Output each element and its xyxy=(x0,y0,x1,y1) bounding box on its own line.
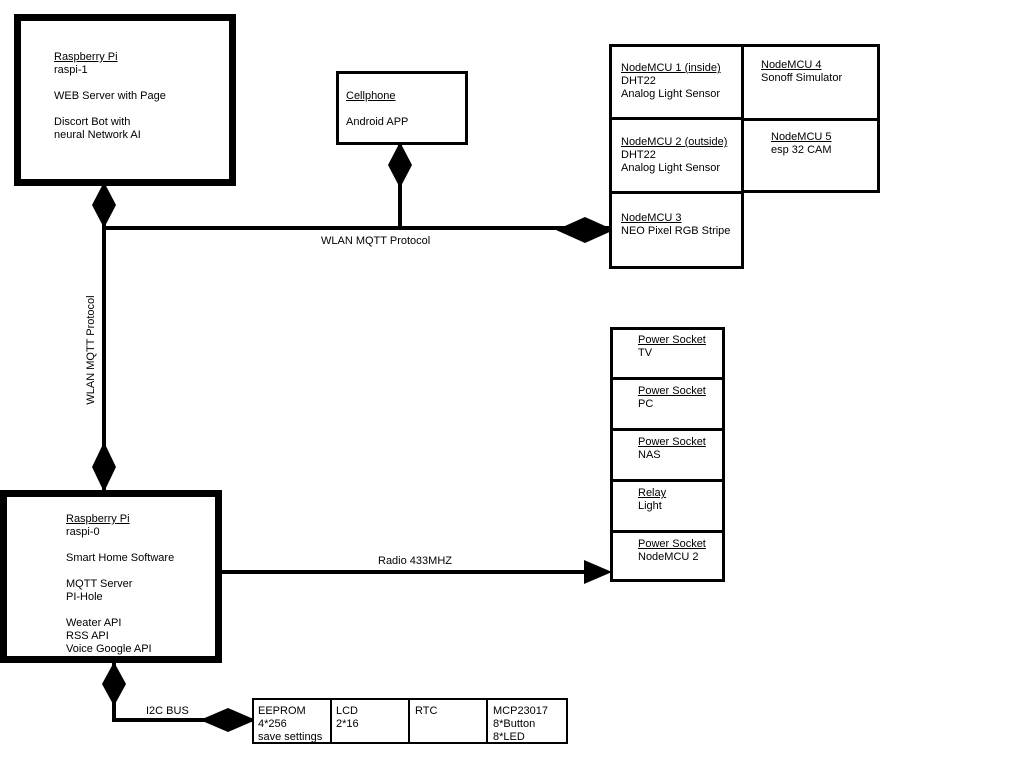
lcd-line: LCD xyxy=(336,705,359,717)
radio-arrowhead xyxy=(584,560,612,584)
raspi0-connector-diamond xyxy=(92,442,116,492)
nodemcu-connector-diamond xyxy=(556,217,614,243)
socket-nodemcu2-title: Power Socket xyxy=(638,538,706,550)
eeprom-box: EEPROM 4*256 save settings xyxy=(252,698,332,744)
raspi0-box: Raspberry Pi raspi-0 Smart Home Software… xyxy=(0,490,222,663)
nodemcu1-line: Analog Light Sensor xyxy=(621,88,721,100)
nodemcu4-box: NodeMCU 4 Sonoff Simulator xyxy=(741,44,880,121)
nodemcu5-line: esp 32 CAM xyxy=(771,144,832,156)
rtc-box: RTC xyxy=(408,698,488,744)
nodemcu5-box: NodeMCU 5 esp 32 CAM xyxy=(741,118,880,193)
socket-nas-box: Power Socket NAS xyxy=(610,428,725,482)
socket-tv-title: Power Socket xyxy=(638,334,706,346)
nodemcu3-title: NodeMCU 3 xyxy=(621,212,682,224)
radio-link-label: Radio 433MHZ xyxy=(378,555,452,567)
nodemcu5-title: NodeMCU 5 xyxy=(771,131,832,143)
relay-light-box: Relay Light xyxy=(610,479,725,533)
cellphone-box: Cellphone Android APP xyxy=(336,71,468,145)
lcd-line: 2*16 xyxy=(336,718,359,730)
socket-nodemcu2-box: Power Socket NodeMCU 2 xyxy=(610,530,725,582)
raspi1-line: raspi-1 xyxy=(54,64,88,76)
socket-nodemcu2-line: NodeMCU 2 xyxy=(638,551,699,563)
lcd-box: LCD 2*16 xyxy=(330,698,410,744)
nodemcu1-line: DHT22 xyxy=(621,75,656,87)
nodemcu2-title: NodeMCU 2 (outside) xyxy=(621,136,728,148)
eeprom-line: EEPROM xyxy=(258,705,306,717)
raspi1-connector-diamond xyxy=(92,182,116,228)
raspi0-title: Raspberry Pi xyxy=(66,513,130,525)
socket-pc-box: Power Socket PC xyxy=(610,377,725,431)
i2c-chip-diamond xyxy=(200,708,256,732)
raspi0-line: Smart Home Software xyxy=(66,552,175,564)
raspi0-line: RSS API xyxy=(66,630,109,642)
relay-light-line: Light xyxy=(638,500,662,512)
raspi0-line: raspi-0 xyxy=(66,526,100,538)
nodemcu1-title: NodeMCU 1 (inside) xyxy=(621,62,721,74)
nodemcu2-line: Analog Light Sensor xyxy=(621,162,721,174)
i2c-bus-label: I2C BUS xyxy=(146,705,189,717)
eeprom-line: save settings xyxy=(258,731,323,743)
raspi1-line: WEB Server with Page xyxy=(54,90,166,102)
wlan-trunk-label: WLAN MQTT Protocol xyxy=(85,295,97,405)
relay-light-title: Relay xyxy=(638,487,667,499)
nodemcu1-box: NodeMCU 1 (inside) DHT22 Analog Light Se… xyxy=(609,44,744,120)
cellphone-line: Android APP xyxy=(346,116,409,128)
nodemcu2-line: DHT22 xyxy=(621,149,656,161)
socket-tv-line: TV xyxy=(638,347,653,359)
mcp-line: 8*LED xyxy=(493,731,525,743)
wlan-bus-label: WLAN MQTT Protocol xyxy=(321,235,431,247)
socket-nas-line: NAS xyxy=(638,449,661,461)
raspi0-i2c-diamond xyxy=(102,662,126,706)
nodemcu4-title: NodeMCU 4 xyxy=(761,59,822,71)
nodemcu3-line: NEO Pixel RGB Stripe xyxy=(621,225,731,237)
raspi0-line: Voice Google API xyxy=(66,643,152,655)
nodemcu2-box: NodeMCU 2 (outside) DHT22 Analog Light S… xyxy=(609,117,744,194)
nodemcu4-line: Sonoff Simulator xyxy=(761,72,843,84)
raspi0-line: PI-Hole xyxy=(66,591,103,603)
raspi1-line: Discort Bot with xyxy=(54,116,131,128)
nodemcu3-box: NodeMCU 3 NEO Pixel RGB Stripe xyxy=(609,191,744,269)
socket-tv-box: Power Socket TV xyxy=(610,327,725,380)
cellphone-connector-diamond xyxy=(388,142,412,188)
socket-pc-title: Power Socket xyxy=(638,385,706,397)
eeprom-line: 4*256 xyxy=(258,718,287,730)
raspi1-title: Raspberry Pi xyxy=(54,51,118,63)
raspi1-line: neural Network AI xyxy=(54,129,141,141)
raspi0-line: Weater API xyxy=(66,617,122,629)
socket-nas-title: Power Socket xyxy=(638,436,706,448)
socket-pc-line: PC xyxy=(638,398,654,410)
raspi1-box: Raspberry Pi raspi-1 WEB Server with Pag… xyxy=(14,14,236,186)
mcp-box: MCP23017 8*Button 8*LED xyxy=(486,698,568,744)
raspi0-line: MQTT Server xyxy=(66,578,133,590)
rtc-line: RTC xyxy=(415,705,438,717)
mcp-line: MCP23017 xyxy=(493,705,549,717)
cellphone-title: Cellphone xyxy=(346,90,396,102)
mcp-line: 8*Button xyxy=(493,718,536,730)
